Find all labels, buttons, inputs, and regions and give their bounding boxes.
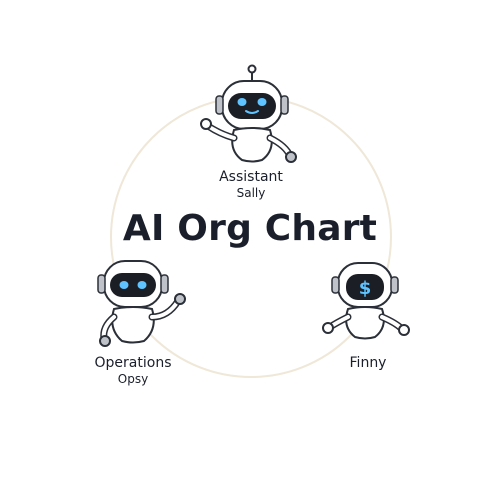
node-label-operations: Operations Opsy bbox=[83, 355, 183, 386]
node-role: Operations bbox=[94, 355, 172, 371]
node-label-assistant: Assistant Sally bbox=[201, 169, 301, 200]
node-role: Assistant bbox=[219, 169, 283, 185]
operations-robot-icon bbox=[97, 260, 186, 347]
node-name: Opsy bbox=[117, 371, 149, 386]
node-label-finance: Finny bbox=[318, 355, 418, 372]
node-name: Sally bbox=[236, 185, 266, 200]
chart-title: AI Org Chart bbox=[122, 208, 378, 249]
finance-robot-icon: $ bbox=[322, 262, 410, 340]
node-role: Finny bbox=[349, 355, 387, 371]
dollar-face-icon: $ bbox=[359, 278, 372, 299]
assistant-robot-icon bbox=[200, 64, 297, 163]
